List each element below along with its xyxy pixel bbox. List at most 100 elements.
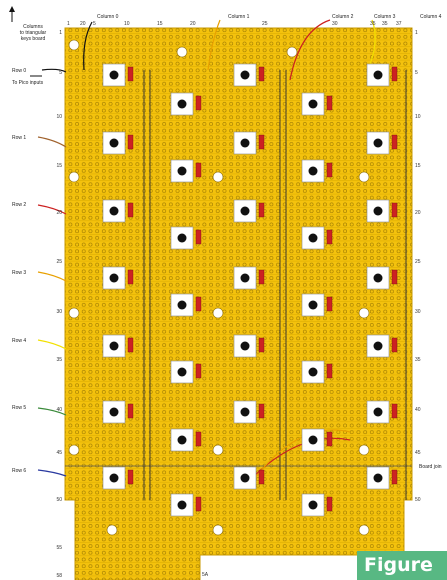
diode <box>391 469 398 485</box>
row-num: 5 <box>59 70 62 76</box>
diode <box>127 134 134 150</box>
row-num-right: 15 <box>415 163 421 169</box>
key-switch <box>233 266 265 290</box>
key-switch <box>233 334 265 358</box>
diode <box>258 134 265 150</box>
row-num-right: 30 <box>415 309 421 315</box>
key-switch <box>170 159 202 183</box>
col-num-upper: 35 <box>382 21 388 27</box>
diode <box>195 496 202 512</box>
col-num: 30 <box>332 21 338 27</box>
key-switch <box>170 428 202 452</box>
key-switch <box>170 226 202 250</box>
row-num-right: 40 <box>415 407 421 413</box>
diode <box>391 269 398 285</box>
row-num-right: 35 <box>415 357 421 363</box>
diode <box>391 134 398 150</box>
row-num-right: 25 <box>415 259 421 265</box>
diode <box>391 337 398 353</box>
key-switch <box>301 493 333 517</box>
diode <box>127 337 134 353</box>
col-num: 10 <box>124 21 130 27</box>
row-5-label: Row 5 <box>12 405 27 411</box>
row-num: 50 <box>56 497 62 503</box>
key-switch <box>102 466 134 490</box>
diode <box>391 403 398 419</box>
row-num: 30 <box>56 309 62 315</box>
row-num: 58 <box>56 573 62 579</box>
diode <box>127 469 134 485</box>
col-num: 5 <box>93 21 96 27</box>
row-1-label: Row 1 <box>12 135 27 141</box>
row-num: 15 <box>56 163 62 169</box>
col-num: 37 <box>396 21 402 27</box>
key-switch <box>301 360 333 384</box>
key-switch <box>233 199 265 223</box>
key-switch <box>170 360 202 384</box>
key-switch <box>301 92 333 116</box>
row-num: 35 <box>56 357 62 363</box>
diode <box>127 403 134 419</box>
diode <box>195 431 202 447</box>
key-switch <box>233 466 265 490</box>
diode <box>258 337 265 353</box>
row-num-right: 45 <box>415 450 421 456</box>
key-switch <box>102 334 134 358</box>
diode <box>391 66 398 82</box>
key-switch <box>102 400 134 424</box>
row-num-right: 20 <box>415 210 421 216</box>
row-num: 20 <box>56 210 62 216</box>
key-switch <box>233 63 265 87</box>
column-0-label: Column 0 <box>97 14 119 20</box>
key-switch <box>102 266 134 290</box>
key-switch <box>233 131 265 155</box>
diode <box>195 229 202 245</box>
row-4-label: Row 4 <box>12 338 27 344</box>
to-pico-label: To Pico inputs <box>12 80 44 86</box>
switch-matrix <box>102 63 398 517</box>
row-num-right: 10 <box>415 114 421 120</box>
key-switch <box>366 266 398 290</box>
diode <box>195 363 202 379</box>
diode <box>195 162 202 178</box>
diode <box>258 469 265 485</box>
column-1-label: Column 1 <box>228 14 250 20</box>
row-num: 55 <box>56 545 62 551</box>
key-switch <box>102 63 134 87</box>
row-2-label: Row 2 <box>12 202 27 208</box>
diode <box>127 269 134 285</box>
diode <box>127 66 134 82</box>
row-3-label: Row 3 <box>12 270 27 276</box>
key-switch <box>366 131 398 155</box>
diode <box>326 363 333 379</box>
row-num: 1 <box>59 30 62 36</box>
columns-note: Columns to triangular keys board <box>19 24 47 42</box>
diode <box>258 403 265 419</box>
row-num: 40 <box>56 407 62 413</box>
key-switch <box>366 334 398 358</box>
key-switch <box>366 199 398 223</box>
diode <box>391 202 398 218</box>
col-num: 25 <box>262 21 268 27</box>
key-switch <box>170 92 202 116</box>
column-2-label: Column 2 <box>332 14 354 20</box>
row-0-label: Row 0 <box>12 68 27 74</box>
diode <box>258 202 265 218</box>
key-switch <box>233 400 265 424</box>
diode <box>195 95 202 111</box>
col-num-upper: 20 <box>80 21 86 27</box>
col-num: 20 <box>190 21 196 27</box>
diode <box>258 269 265 285</box>
key-switch <box>366 400 398 424</box>
key-switch <box>170 293 202 317</box>
diode <box>195 296 202 312</box>
column-3-label: Column 3 <box>374 14 396 20</box>
key-switch <box>366 63 398 87</box>
row-num-right: 1 <box>415 30 418 36</box>
board-join-label: Board join <box>419 464 442 470</box>
row-6-label: Row 6 <box>12 468 27 474</box>
row-num-right: 50 <box>415 497 421 503</box>
diode <box>127 202 134 218</box>
diode <box>326 162 333 178</box>
